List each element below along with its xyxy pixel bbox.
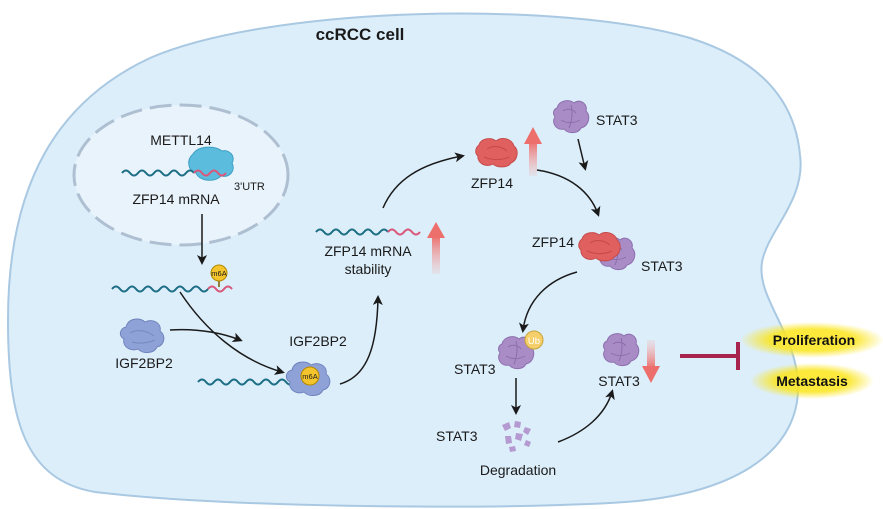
m6a-mrna-strand	[111, 285, 209, 293]
mettl14-label: METTL14	[150, 132, 212, 148]
bound-m6a-icon	[300, 366, 320, 386]
arrow-to-reduced-stat3	[557, 389, 615, 443]
m6a-mark-icon	[210, 264, 228, 282]
arrow-to-ubiquitination	[518, 271, 578, 333]
stability-label-line2: stability	[345, 261, 392, 277]
zfp14-up-label: ZFP14	[471, 175, 513, 191]
arrow-to-stability	[339, 295, 383, 385]
stat3-ub-label: STAT3	[454, 361, 496, 377]
cell-title: ccRCC cell	[316, 25, 405, 44]
igf2bp2-free-label: IGF2BP2	[115, 355, 173, 371]
nuclear-mrna-label: ZFP14 mRNA	[132, 191, 220, 207]
degradation-label: Degradation	[480, 462, 556, 478]
stability-label-line1: ZFP14 mRNA	[324, 243, 412, 259]
m6a-mrna-3utr	[207, 285, 233, 293]
stat3-down-arrow-icon	[642, 340, 660, 383]
stat3-fragment-label: STAT3	[436, 428, 478, 444]
igf2bp2-bound-label: IGF2BP2	[289, 333, 347, 349]
igf2bp2-protein-icon	[119, 318, 165, 353]
arrow-m6a-to-reader	[179, 291, 285, 375]
metastasis-label: Metastasis	[776, 373, 848, 389]
stat3-fragments-icon	[502, 421, 531, 452]
m6a-mark-label: m6A	[211, 269, 226, 278]
stability-up-arrow-icon	[427, 222, 445, 274]
zfp14-protein-icon	[475, 138, 518, 168]
stable-mrna-3utr	[387, 228, 421, 236]
complex-zfp14-label: ZFP14	[532, 234, 574, 250]
ub-badge-icon	[524, 330, 544, 350]
utr-label: 3'UTR	[234, 181, 265, 193]
complex-stat3-label: STAT3	[641, 258, 683, 274]
inhibition-bar-icon	[680, 342, 740, 370]
ub-badge-label: Ub	[528, 336, 540, 347]
proliferation-glow	[740, 322, 883, 358]
nuclear-mrna-3utr	[193, 169, 227, 177]
bound-mrna-strand	[197, 378, 295, 386]
stat3-top-label: STAT3	[596, 112, 638, 128]
arrow-igf2bp2-binding	[169, 328, 243, 343]
nuclear-mrna-strand	[121, 169, 195, 177]
stable-mrna-strand	[315, 228, 389, 236]
zfp14-up-arrow-icon	[524, 127, 542, 176]
stat3-reduced-label: STAT3	[598, 373, 640, 389]
arrow-to-zfp14	[382, 152, 465, 209]
arrow-to-complex	[536, 169, 601, 217]
arrow-stat3-down	[577, 138, 589, 171]
proliferation-label: Proliferation	[773, 332, 855, 348]
bound-m6a-label: m6A	[302, 372, 317, 381]
metastasis-glow	[750, 363, 874, 399]
